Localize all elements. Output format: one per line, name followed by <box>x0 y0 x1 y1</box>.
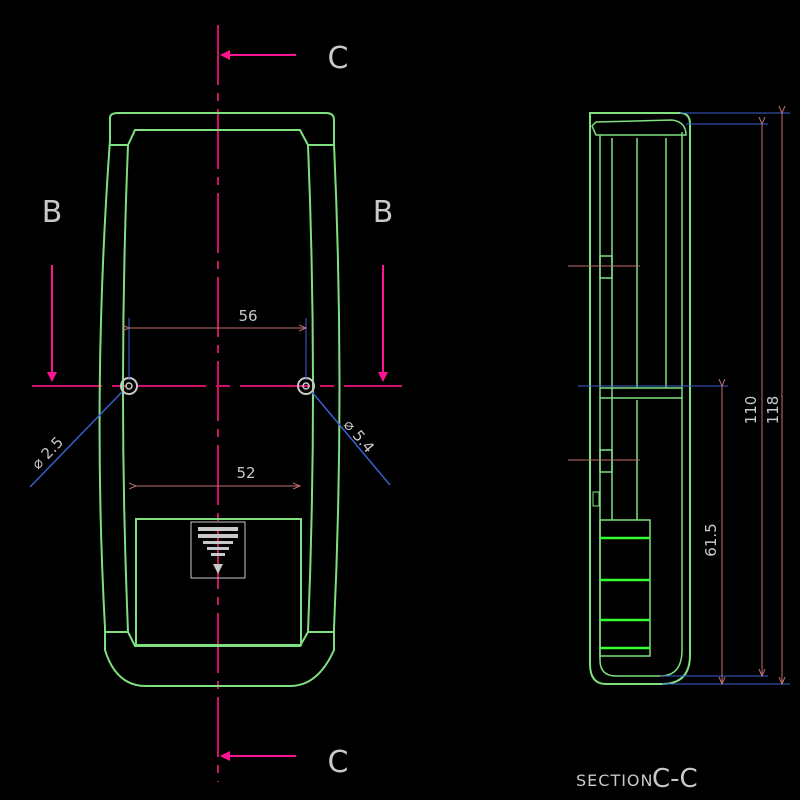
section-inner-wall <box>599 132 683 677</box>
dimension-110-label: 110 <box>742 396 760 425</box>
hole-diameter-left-label: ⌀ 2.5 <box>28 433 67 473</box>
section-small-clip <box>592 491 600 507</box>
front-view: 56 52 ⌀ 2.5 ⌀ 5.4 C C B B <box>28 25 402 782</box>
dimension-56 <box>129 318 306 380</box>
battery-icon <box>198 527 238 574</box>
section-view: 118 110 61.5 SECTION C-C <box>568 113 790 794</box>
hole-diameter-right-label: ⌀ 5.4 <box>340 416 378 456</box>
dimension-52-label: 52 <box>236 464 255 482</box>
section-battery <box>599 519 651 657</box>
dimension-61-5-label: 61.5 <box>702 523 720 556</box>
section-title-word: SECTION <box>576 771 654 790</box>
section-boss-bottom <box>599 449 613 473</box>
dimension-56-label: 56 <box>238 307 257 325</box>
dimension-118-label: 118 <box>764 396 782 425</box>
leader-left <box>29 391 123 488</box>
section-label-c-top: C <box>328 41 349 76</box>
battery-plate <box>190 521 246 579</box>
inner-rail-left <box>122 144 129 633</box>
bottom-cap <box>105 631 334 647</box>
top-cap <box>110 129 334 146</box>
battery-compartment <box>135 518 302 646</box>
section-label-b-right: B <box>373 195 394 230</box>
section-label-c-bottom: C <box>328 745 349 780</box>
leader-right <box>311 391 391 486</box>
section-title-id: C-C <box>652 764 698 794</box>
section-outline <box>589 112 691 685</box>
section-label-b-left: B <box>42 195 63 230</box>
section-top-lip <box>591 119 687 136</box>
enclosure-outline <box>98 112 341 687</box>
section-boss-top <box>599 255 613 279</box>
